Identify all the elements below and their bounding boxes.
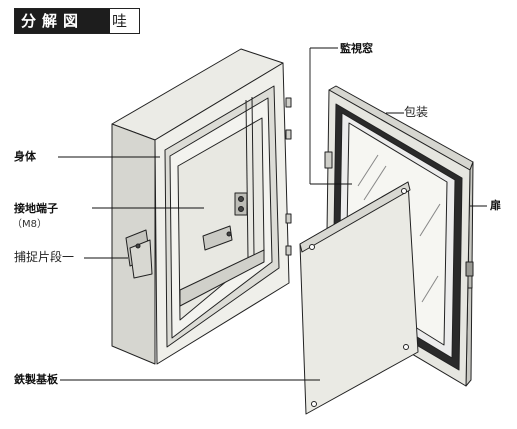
- title-box: 分解図 哇: [14, 8, 140, 34]
- leader-lines: [58, 47, 487, 381]
- label-door: 扉: [490, 199, 501, 212]
- label-clamp: 捕捉片段一: [14, 250, 75, 264]
- diagram-title: 分解図: [15, 9, 110, 33]
- label-mounting-plate: 鉄製基板: [14, 373, 58, 386]
- label-ground-terminal-size: （M8）: [12, 219, 47, 230]
- mounting-plate: [299, 181, 419, 415]
- label-body: 身体: [14, 150, 36, 163]
- enclosure-body: [111, 48, 292, 365]
- label-ground-terminal: 接地端子: [14, 202, 58, 215]
- diagram-subtitle: 哇: [112, 12, 128, 30]
- label-inspection-window: 監視窓: [340, 42, 373, 55]
- clamp-part: [125, 229, 153, 279]
- label-packing: 包装: [404, 105, 429, 119]
- ground-terminal-part: [202, 192, 248, 251]
